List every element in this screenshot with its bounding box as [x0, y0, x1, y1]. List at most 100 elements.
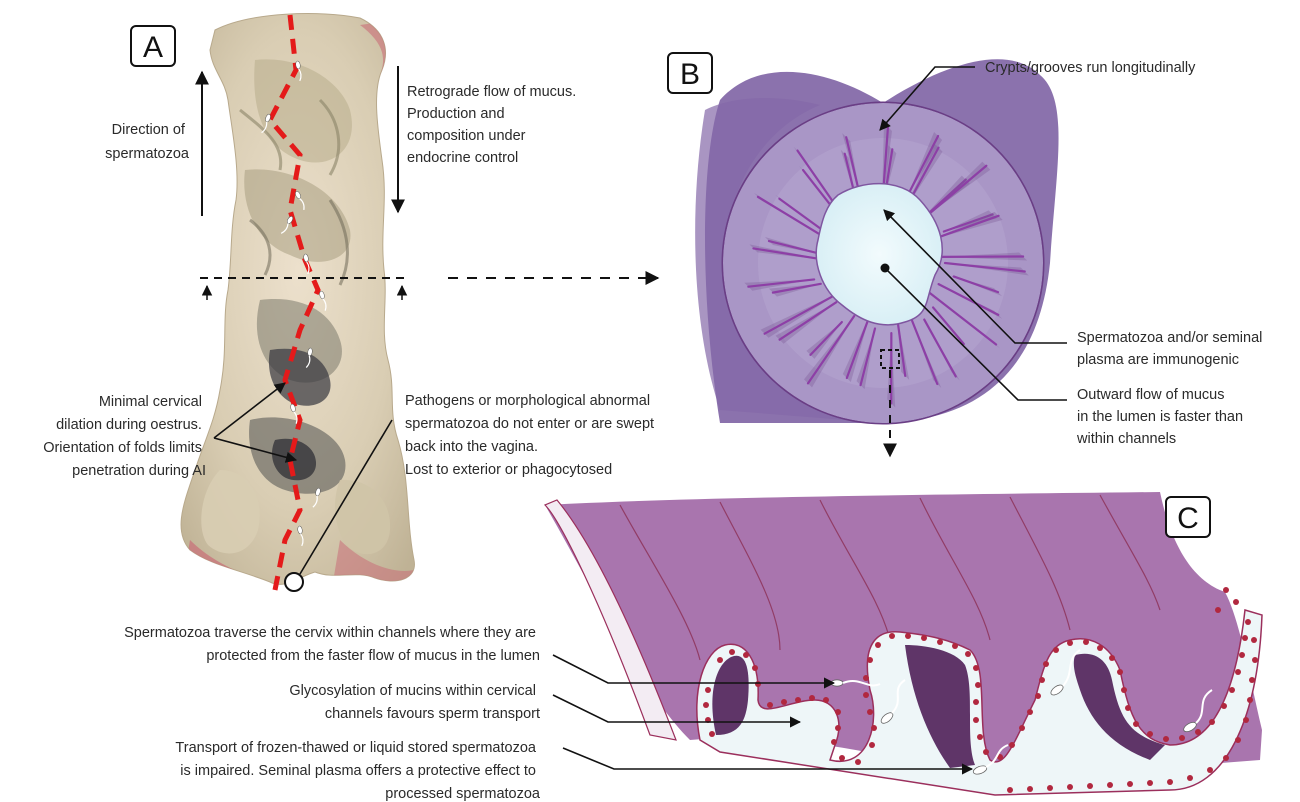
epithelial-nucleus: [1009, 742, 1015, 748]
epithelial-nucleus: [703, 702, 709, 708]
epithelial-nucleus: [1187, 775, 1193, 781]
epithelial-nucleus: [889, 633, 895, 639]
epithelial-nucleus: [835, 709, 841, 715]
epithelial-nucleus: [831, 739, 837, 745]
epithelial-nucleus: [1039, 677, 1045, 683]
epithelial-nucleus: [1179, 735, 1185, 741]
epithelial-nucleus: [795, 697, 801, 703]
epithelial-nucleus: [729, 649, 735, 655]
epithelial-nucleus: [1027, 709, 1033, 715]
epithelial-nucleus: [823, 697, 829, 703]
transport-label: Transport of frozen-thawed or liquid sto…: [175, 740, 541, 802]
crypts-label: Crypts/grooves run longitudinally: [985, 60, 1196, 76]
epithelial-nucleus: [867, 657, 873, 663]
panel-b-letter: B: [680, 58, 700, 91]
epithelial-nucleus: [1229, 687, 1235, 693]
epithelial-nucleus: [781, 699, 787, 705]
direction-label: Direction of spermatozoa: [105, 122, 190, 162]
dilation-label: Minimal cervical dilation during oestrus…: [43, 394, 206, 479]
epithelial-nucleus: [1167, 779, 1173, 785]
epithelial-nucleus: [871, 725, 877, 731]
epithelial-nucleus: [1163, 736, 1169, 742]
epithelial-nucleus: [1235, 669, 1241, 675]
epithelial-nucleus: [1221, 703, 1227, 709]
epithelial-nucleus: [1121, 687, 1127, 693]
epithelial-nucleus: [809, 695, 815, 701]
epithelial-nucleus: [905, 633, 911, 639]
epithelial-nucleus: [835, 725, 841, 731]
epithelial-nucleus: [975, 682, 981, 688]
retrograde-label: Retrograde flow of mucus. Production and…: [407, 84, 580, 166]
epithelial-nucleus: [1252, 657, 1258, 663]
outward-label: Outward flow of mucus in the lumen is fa…: [1076, 387, 1247, 447]
epithelial-nucleus: [1207, 767, 1213, 773]
epithelial-nucleus: [1215, 607, 1221, 613]
immunogenic-label: Spermatozoa and/or seminal plasma are im…: [1077, 330, 1266, 368]
epithelial-nucleus: [709, 731, 715, 737]
epithelial-nucleus: [1083, 639, 1089, 645]
epithelial-nucleus: [1223, 587, 1229, 593]
epithelial-nucleus: [705, 687, 711, 693]
epithelial-nucleus: [1245, 619, 1251, 625]
panel-b: B Crypts/grooves run longitudinally Sper…: [668, 53, 1266, 456]
channels-label: Spermatozoa traverse the cervix within c…: [124, 625, 540, 664]
vaginal-opening-marker: [285, 573, 303, 591]
epithelial-nucleus: [1027, 786, 1033, 792]
epithelial-nucleus: [921, 635, 927, 641]
epithelial-nucleus: [869, 742, 875, 748]
panel-a-letter: A: [143, 31, 163, 64]
epithelial-nucleus: [1067, 640, 1073, 646]
epithelial-nucleus: [1109, 655, 1115, 661]
epithelial-nucleus: [1007, 787, 1013, 793]
epithelial-nucleus: [1195, 729, 1201, 735]
epithelial-nucleus: [1019, 725, 1025, 731]
cervix-tissue-photo: [180, 14, 420, 600]
epithelial-nucleus: [1209, 719, 1215, 725]
epithelial-nucleus: [1107, 782, 1113, 788]
epithelial-nucleus: [1247, 697, 1253, 703]
epithelial-nucleus: [867, 709, 873, 715]
epithelial-nucleus: [1133, 721, 1139, 727]
epithelial-nucleus: [1147, 731, 1153, 737]
epithelial-nucleus: [1235, 737, 1241, 743]
epithelial-nucleus: [1239, 652, 1245, 658]
panel-c-letter: C: [1177, 502, 1199, 535]
epithelial-nucleus: [1067, 784, 1073, 790]
epithelial-nucleus: [1043, 661, 1049, 667]
epithelial-nucleus: [1249, 677, 1255, 683]
epithelial-nucleus: [973, 699, 979, 705]
epithelial-nucleus: [863, 675, 869, 681]
epithelial-nucleus: [752, 665, 758, 671]
epithelial-nucleus: [1053, 647, 1059, 653]
epithelial-nucleus: [1223, 755, 1229, 761]
epithelial-nucleus: [1242, 635, 1248, 641]
epithelial-nucleus: [977, 734, 983, 740]
pathogens-label: Pathogens or morphological abnormal sper…: [405, 393, 658, 478]
epithelial-nucleus: [755, 681, 761, 687]
epithelial-nucleus: [1035, 693, 1041, 699]
epithelial-nucleus: [973, 665, 979, 671]
epithelial-nucleus: [965, 651, 971, 657]
epithelial-nucleus: [952, 643, 958, 649]
epithelial-nucleus: [1233, 599, 1239, 605]
epithelial-nucleus: [973, 717, 979, 723]
epithelial-nucleus: [983, 749, 989, 755]
epithelial-nucleus: [1125, 705, 1131, 711]
epithelial-nucleus: [1087, 783, 1093, 789]
epithelial-nucleus: [839, 755, 845, 761]
epithelial-nucleus: [937, 639, 943, 645]
epithelial-nucleus: [1147, 780, 1153, 786]
glyco-label: Glycosylation of mucins within cervical …: [289, 683, 540, 722]
epithelial-nucleus: [855, 759, 861, 765]
epithelial-nucleus: [1251, 637, 1257, 643]
epithelial-nucleus: [1117, 669, 1123, 675]
epithelial-nucleus: [717, 657, 723, 663]
epithelial-nucleus: [863, 692, 869, 698]
epithelial-nucleus: [1243, 717, 1249, 723]
epithelial-nucleus: [767, 702, 773, 708]
epithelial-nucleus: [875, 642, 881, 648]
epithelial-nucleus: [743, 652, 749, 658]
epithelial-nucleus: [1097, 645, 1103, 651]
epithelial-nucleus: [1047, 785, 1053, 791]
